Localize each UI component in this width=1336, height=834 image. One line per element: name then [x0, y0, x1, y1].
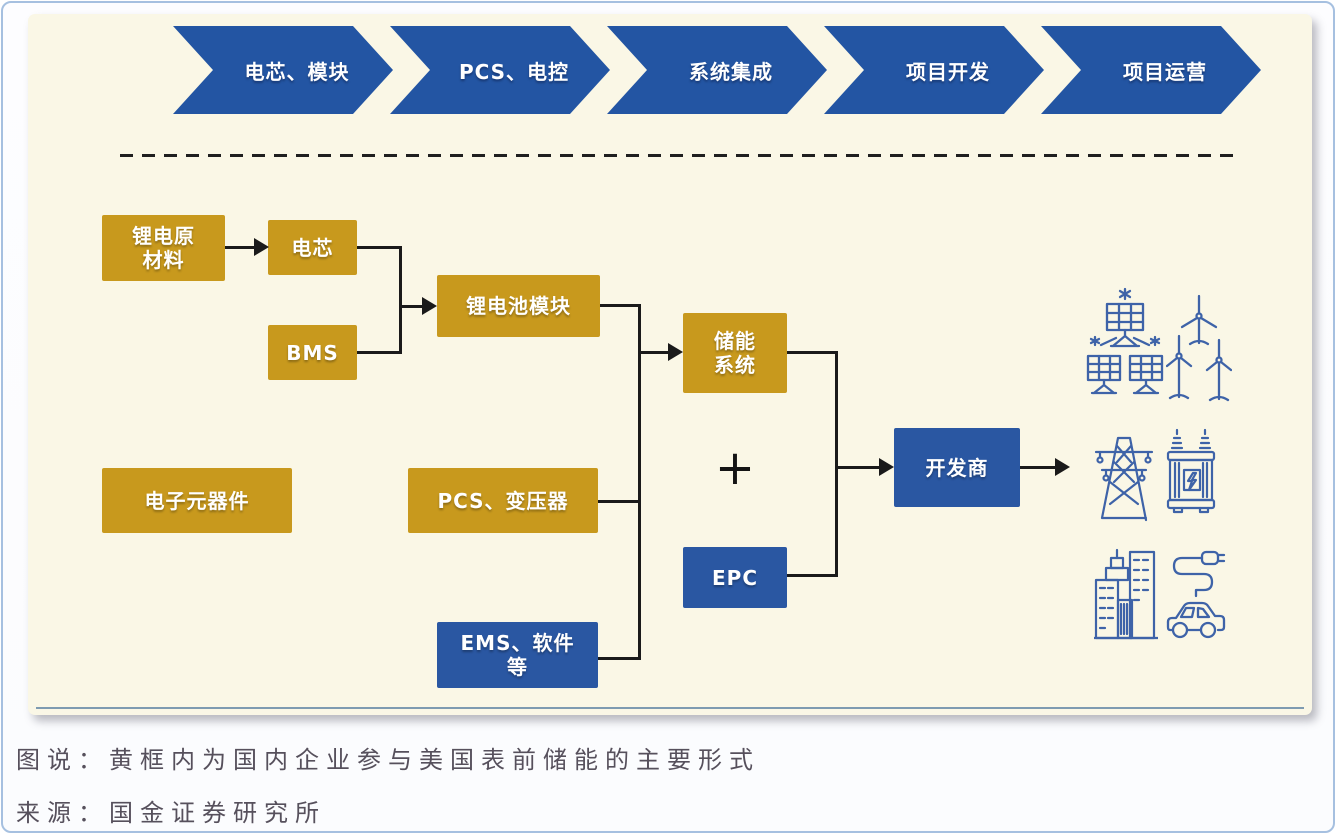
ev-charging-icon — [1160, 546, 1226, 642]
stage-chevron-pcs-control: PCS、电控 — [390, 26, 610, 114]
node-label: 开发商 — [925, 455, 989, 480]
node-electronic-components: 电子元器件 — [102, 468, 292, 533]
node-label: 材料 — [142, 248, 185, 272]
node-label: 锂电池模块 — [466, 294, 571, 318]
figure-note: 图说：黄框内为国内企业参与美国表前储能的主要形式 — [16, 746, 760, 774]
wind-turbines-icon — [1166, 288, 1232, 406]
node-label: 电芯 — [291, 235, 334, 260]
node-label: EMS、软件 — [460, 631, 575, 655]
node-label: 电子元器件 — [144, 488, 250, 513]
stage-chevron-cell-module: 电芯、模块 — [173, 26, 393, 114]
divider-dashed-line — [120, 154, 1240, 157]
node-storage-system: 储能 系统 — [683, 313, 787, 393]
stage-label: 系统集成 — [689, 59, 773, 84]
arrowhead — [1055, 458, 1070, 476]
figure-source: 来源：国金证券研究所 — [16, 799, 326, 827]
arrowhead — [879, 458, 894, 476]
connector-line — [835, 351, 838, 577]
transformer-icon — [1160, 426, 1222, 522]
connector-line — [638, 351, 669, 354]
connector-line — [225, 246, 255, 249]
plus-sign: + — [714, 440, 756, 496]
node-ems-software: EMS、软件 等 — [437, 622, 598, 688]
connector-line — [598, 500, 640, 503]
connector-line — [600, 304, 641, 307]
stage-label: 电芯、模块 — [244, 59, 350, 84]
arrowhead — [668, 343, 683, 361]
stage-label: 项目开发 — [906, 59, 990, 84]
node-bms: BMS — [268, 325, 357, 380]
node-epc: EPC — [683, 547, 787, 608]
connector-line — [787, 351, 838, 354]
node-label: EPC — [712, 565, 758, 590]
connector-line — [787, 574, 838, 577]
connector-line — [835, 466, 880, 469]
connector-line — [598, 657, 640, 660]
transmission-tower-icon — [1092, 426, 1156, 522]
arrowhead — [422, 297, 437, 315]
arrowhead — [254, 238, 269, 256]
panel-bottom-rule — [36, 707, 1304, 709]
connector-line — [638, 304, 641, 660]
connector-line — [357, 351, 402, 354]
node-label: BMS — [286, 340, 339, 365]
node-battery-module: 锂电池模块 — [437, 275, 600, 337]
node-battery-cell: 电芯 — [268, 220, 357, 275]
node-pcs-transformer: PCS、变压器 — [408, 468, 598, 533]
node-lithium-raw-materials: 锂电原 材料 — [102, 215, 225, 281]
node-label: PCS、变压器 — [437, 488, 569, 513]
connector-line — [399, 246, 402, 354]
connector-line — [357, 246, 402, 249]
node-label: 等 — [507, 655, 528, 679]
node-label: 锂电原 — [132, 224, 195, 248]
connector-line — [1020, 466, 1056, 469]
connector-line — [399, 305, 423, 308]
city-buildings-icon — [1094, 546, 1158, 642]
solar-panels-icon — [1086, 286, 1164, 406]
node-label: 系统 — [714, 353, 756, 377]
node-label: 储能 — [714, 329, 756, 353]
stage-label: 项目运营 — [1123, 59, 1207, 84]
stage-label: PCS、电控 — [458, 59, 570, 84]
node-developer: 开发商 — [894, 428, 1020, 507]
